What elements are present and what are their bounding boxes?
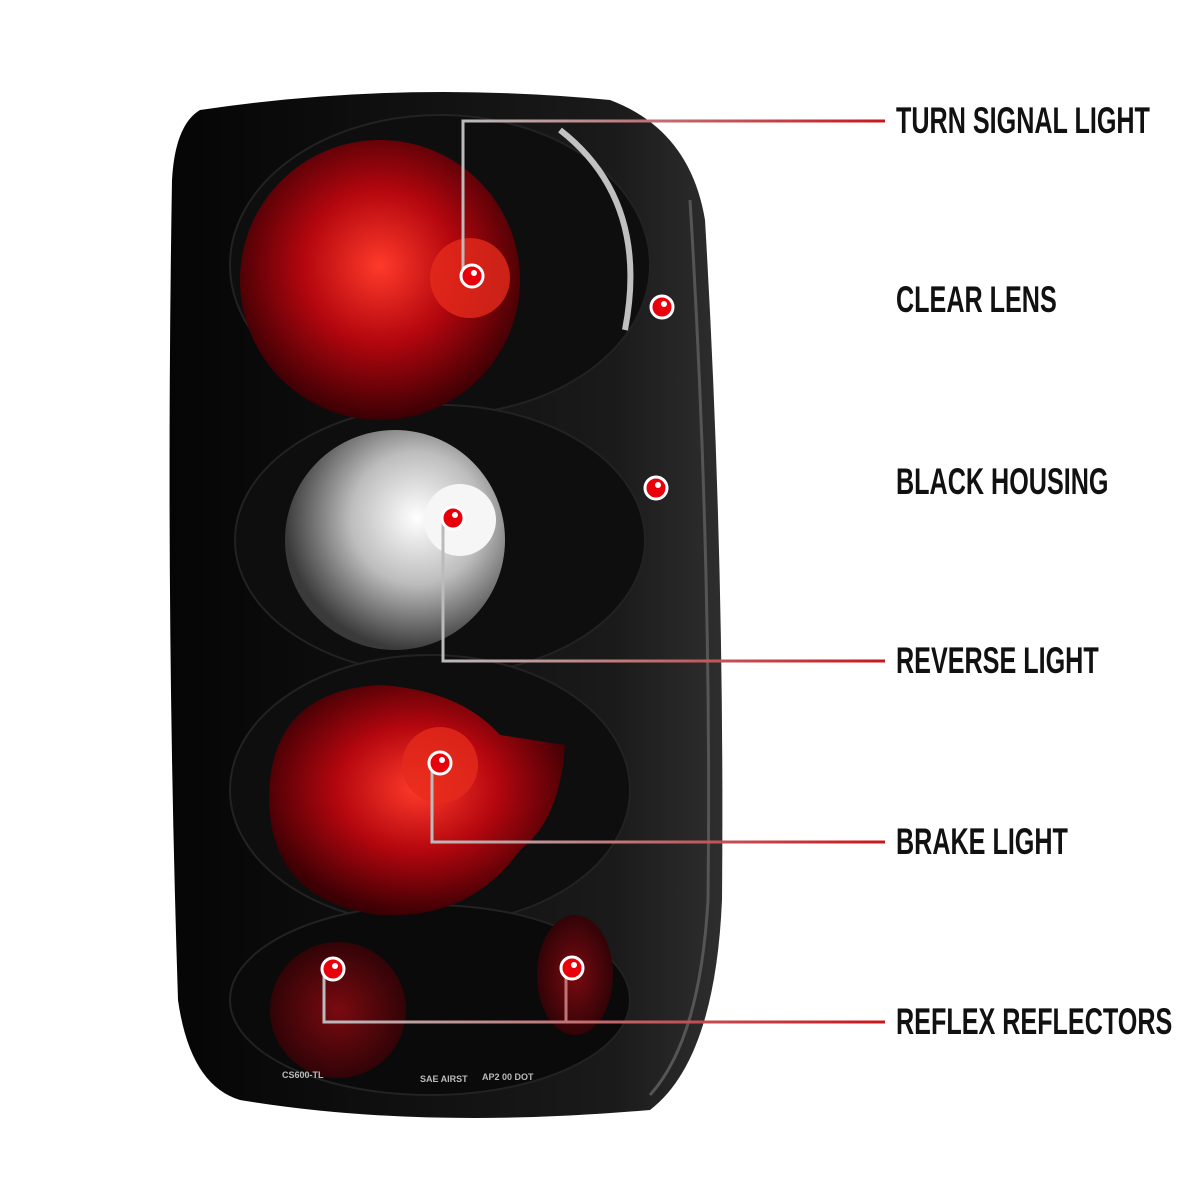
label-clear-lens: CLEAR LENS — [896, 279, 1057, 320]
callout-line-reverse — [441, 518, 885, 663]
callout-dots — [320, 263, 675, 982]
brake-lens — [269, 685, 565, 916]
label-reflex-reflectors: REFLEX REFLECTORS — [896, 1001, 1173, 1042]
label-brake-light: BRAKE LIGHT — [896, 821, 1068, 862]
marking-dot: AP2 00 DOT — [482, 1072, 534, 1082]
marking-part-number: CS600-TL — [282, 1070, 324, 1080]
callout-line-turn-signal — [461, 119, 885, 276]
callout-dot-reflector-left — [320, 956, 346, 982]
callout-dot-clear-lens — [649, 294, 675, 320]
callout-dot-reverse — [440, 505, 466, 531]
callout-dot-black-housing — [643, 475, 669, 501]
callout-lines — [322, 119, 885, 1024]
clear-lens-reflection — [558, 127, 634, 331]
callout-dot-reflector-right — [559, 955, 585, 981]
callout-dot-brake — [427, 750, 453, 776]
label-reverse-light: REVERSE LIGHT — [896, 640, 1099, 681]
label-black-housing: BLACK HOUSING — [896, 461, 1109, 502]
reverse-lens — [285, 430, 505, 650]
callout-line-brake — [430, 763, 885, 844]
label-turn-signal-light: TURN SIGNAL LIGHT — [896, 100, 1150, 141]
housing-edge-highlight — [648, 199, 711, 1097]
turn-signal-lens — [240, 140, 520, 420]
callout-dot-turn-signal — [459, 263, 485, 289]
reflector-left — [270, 942, 406, 1078]
marking-sae: SAE AIRST — [420, 1074, 468, 1084]
